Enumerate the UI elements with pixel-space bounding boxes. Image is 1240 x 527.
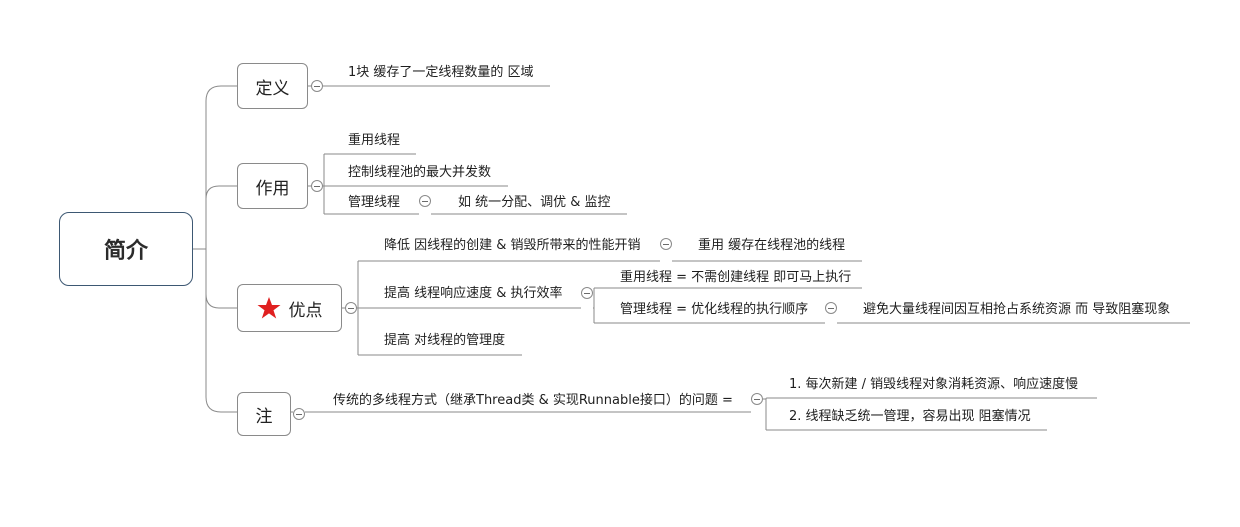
collapse-icon[interactable]	[825, 302, 837, 314]
definition-label: 定义	[255, 78, 290, 99]
definition-node[interactable]: 定义	[237, 63, 308, 109]
collapse-icon[interactable]	[345, 302, 357, 314]
note-problem-1[interactable]: 1. 每次新建 / 销毁线程对象消耗资源、响应速度慢	[789, 377, 1079, 392]
function-item-reuse[interactable]: 重用线程	[348, 133, 401, 148]
collapse-icon[interactable]	[660, 238, 672, 250]
advantages-label: 优点	[288, 300, 323, 321]
efficiency-reuse[interactable]: 重用线程 = 不需创建线程 即可马上执行	[620, 270, 852, 285]
note-node[interactable]: 注	[237, 392, 291, 436]
note-label: 注	[255, 406, 273, 427]
note-problem-2[interactable]: 2. 线程缺乏统一管理，容易出现 阻塞情况	[789, 409, 1031, 424]
advantages-cost-detail[interactable]: 重用 缓存在线程池的线程	[698, 238, 846, 253]
advantages-node[interactable]: 优点	[237, 284, 342, 332]
function-manage-detail[interactable]: 如 统一分配、调优 & 监控	[458, 195, 611, 210]
advantages-item-cost[interactable]: 降低 因线程的创建 & 销毁所带来的性能开销	[384, 238, 641, 253]
root-node[interactable]: 简介	[59, 212, 193, 286]
function-node[interactable]: 作用	[237, 163, 308, 209]
advantages-item-management[interactable]: 提高 对线程的管理度	[384, 333, 506, 348]
collapse-icon[interactable]	[293, 408, 305, 420]
collapse-icon[interactable]	[419, 195, 431, 207]
efficiency-manage[interactable]: 管理线程 = 优化线程的执行顺序	[620, 302, 809, 317]
collapse-icon[interactable]	[581, 287, 593, 299]
efficiency-manage-detail[interactable]: 避免大量线程间因互相抢占系统资源 而 导致阻塞现象	[863, 302, 1171, 317]
collapse-icon[interactable]	[311, 80, 323, 92]
function-item-manage[interactable]: 管理线程	[348, 195, 401, 210]
definition-item[interactable]: 1块 缓存了一定线程数量的 区域	[348, 65, 534, 80]
collapse-icon[interactable]	[311, 180, 323, 192]
function-label: 作用	[255, 178, 290, 199]
star-icon	[257, 296, 281, 320]
collapse-icon[interactable]	[751, 393, 763, 405]
function-item-concurrency[interactable]: 控制线程池的最大并发数	[348, 165, 492, 180]
advantages-item-efficiency[interactable]: 提高 线程响应速度 & 执行效率	[384, 286, 563, 301]
root-label: 简介	[103, 239, 148, 264]
note-item[interactable]: 传统的多线程方式（继承Thread类 & 实现Runnable接口）的问题 =	[333, 393, 733, 408]
